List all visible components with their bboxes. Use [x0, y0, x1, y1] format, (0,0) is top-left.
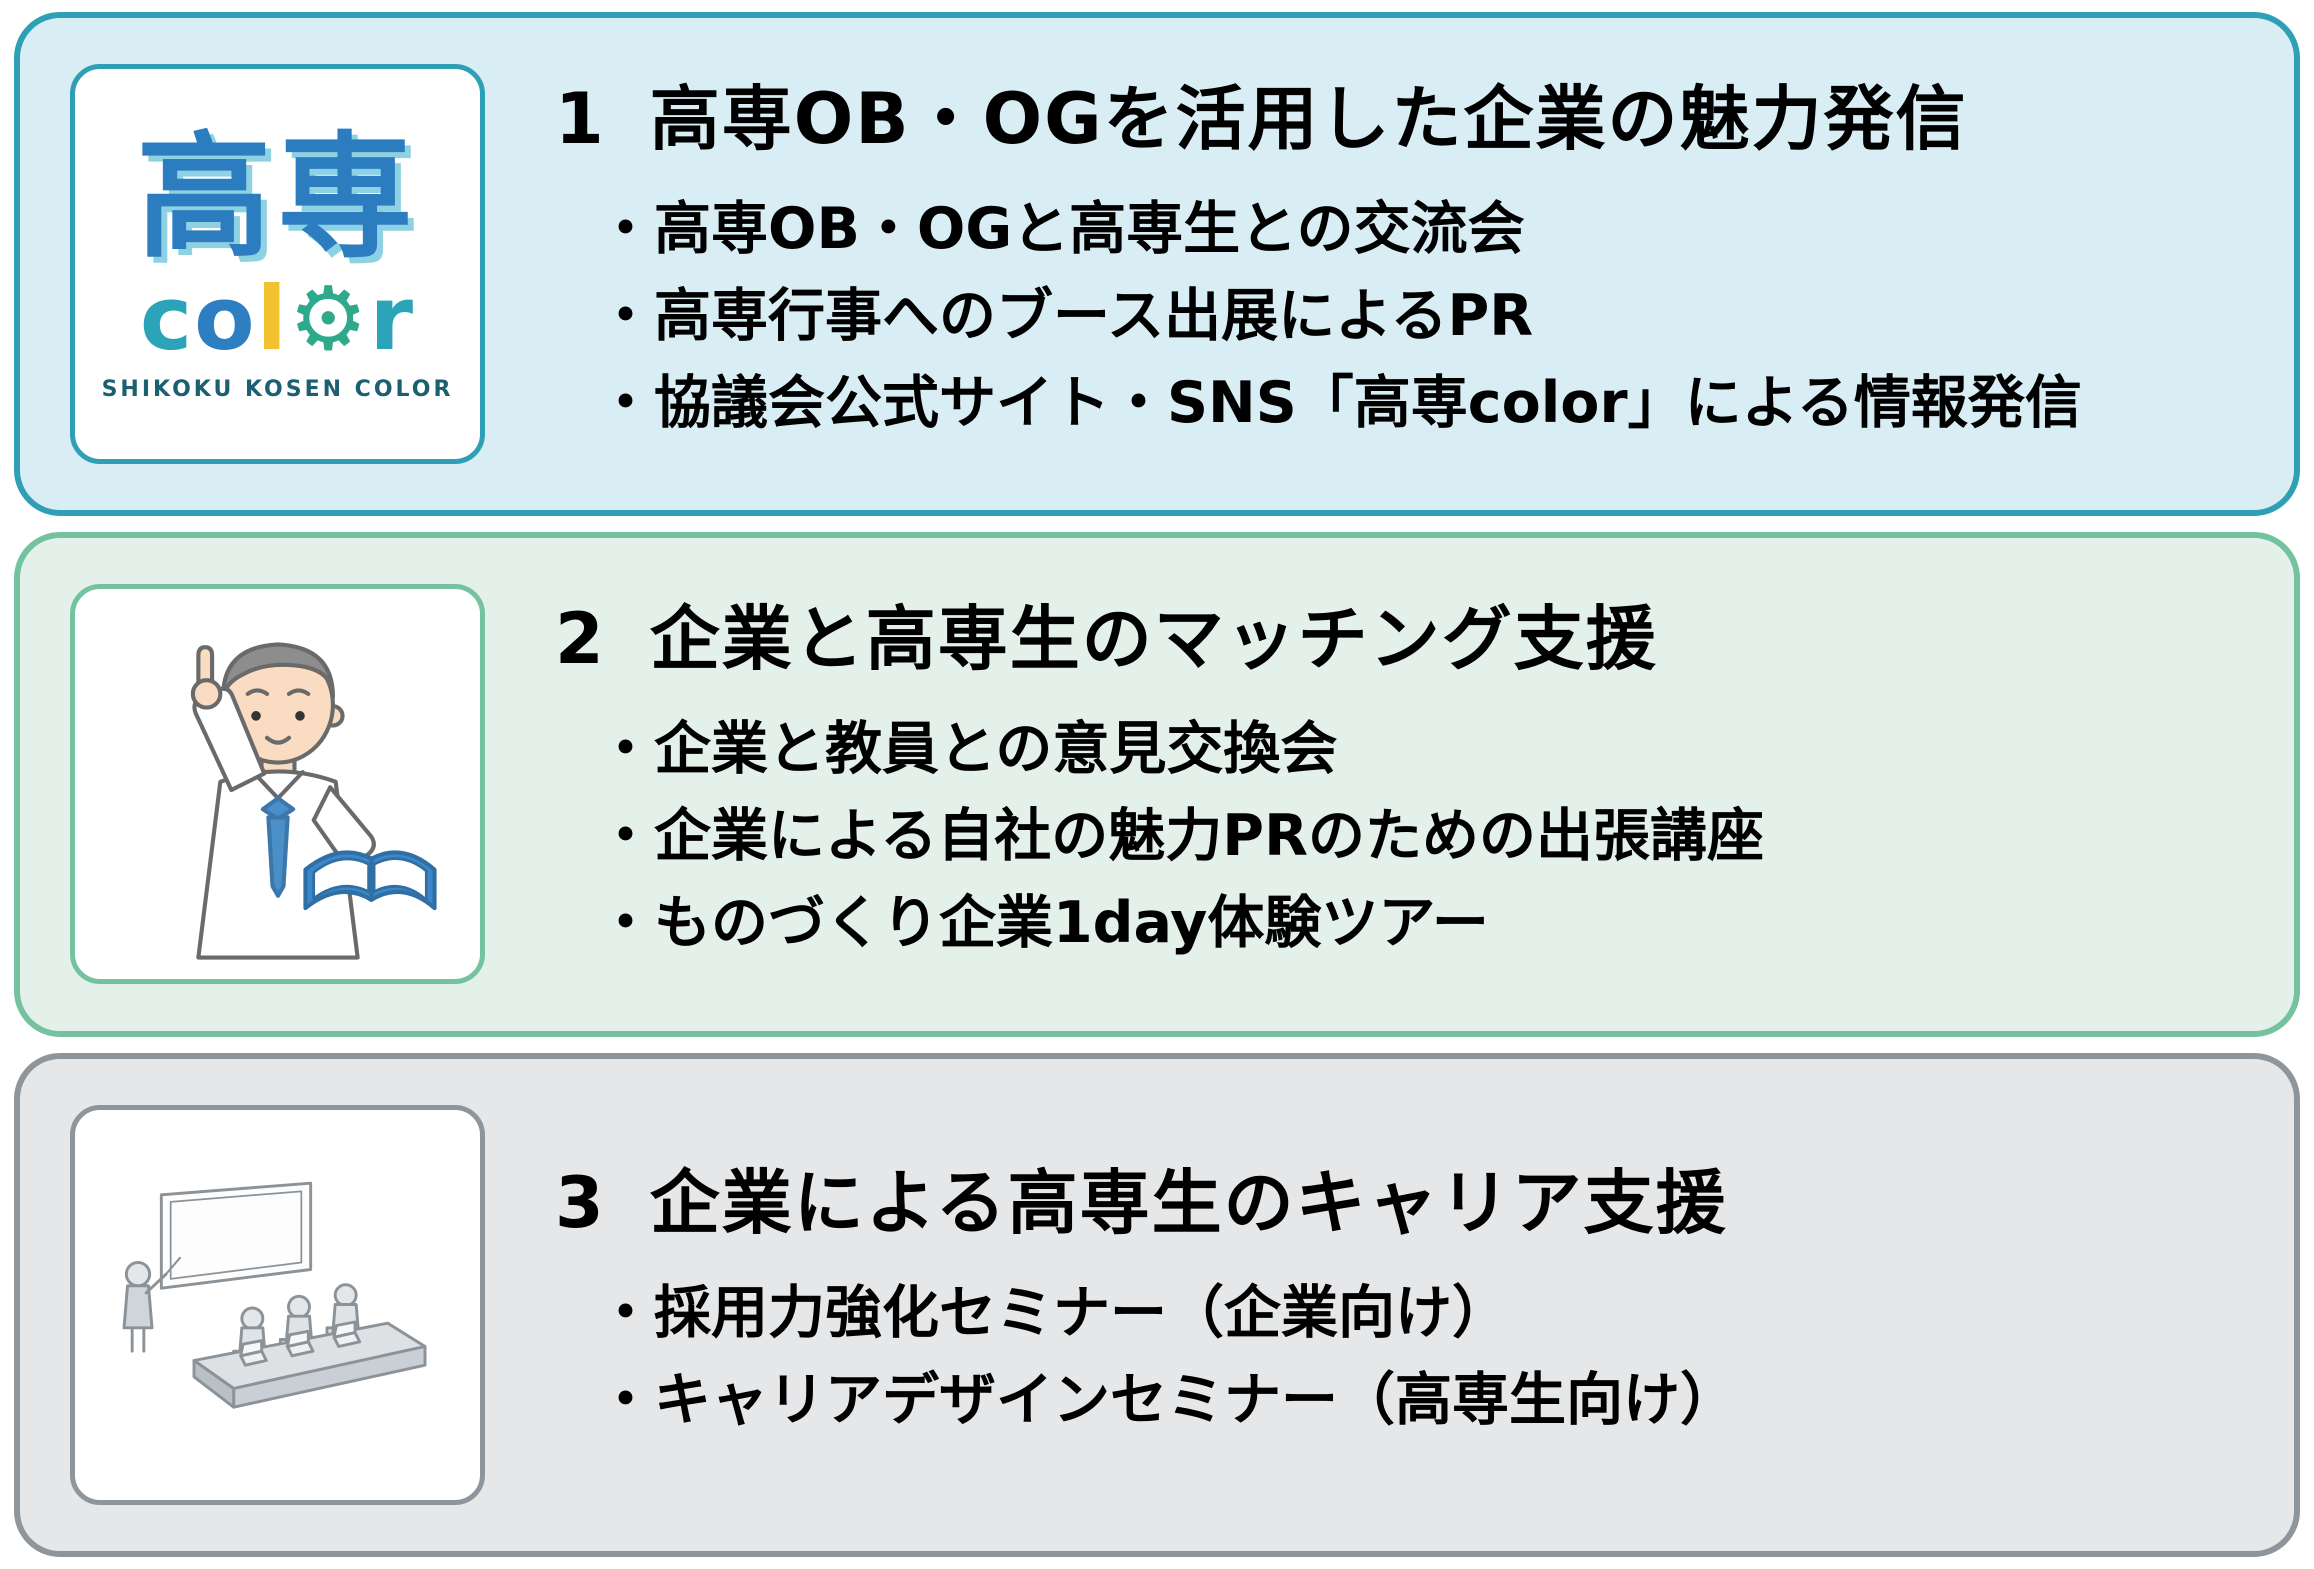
bullet-item: ・キャリアデザインセミナー（高専生向け）: [597, 1367, 1737, 1434]
bullet-item: ・高専OB・OGと高専生との交流会: [597, 196, 1525, 262]
section-3-title-text: 企業による高専生のキャリア支援: [649, 1161, 1728, 1244]
section-1-content: 1 高専OB・OGを活用した企業の魅力発信 ・高専OB・OGと高専生との交流会 ・…: [555, 77, 2244, 450]
teacher-pointing-illustration: [190, 642, 437, 960]
section-card-1: 高専 c o l ⚙ r SHIKOKU KOSEN COLOR 1 高専OB・O…: [14, 12, 2300, 517]
section-1-bullet-list: ・高専OB・OGと高専生との交流会 ・高専行事へのブース出展によるPR ・協議会…: [555, 189, 2244, 444]
bullet-item: ・企業による自社の魅力PRのための出張講座: [597, 803, 1764, 870]
seminar-classroom-illustration: [122, 1182, 426, 1409]
seminar-illustration-box: [70, 1104, 485, 1505]
bullet-item: ・ものづくり企業1day体験ツアー: [597, 890, 1489, 957]
bullet-item: ・協議会公式サイト・SNS「高専color」による情報発信: [597, 369, 2082, 436]
section-card-2: 2 企業と高専生のマッチング支援 ・企業と教員との意見交換会 ・企業による自社の魅…: [14, 532, 2300, 1037]
section-1-title: 1 高専OB・OGを活用した企業の魅力発信: [555, 77, 2244, 160]
logo-letter-l: l: [256, 266, 289, 370]
section-2-bullet-list: ・企業と教員との意見交換会 ・企業による自社の魅力PRのための出張講座 ・ものづ…: [555, 709, 2244, 964]
logo-kanji-text: 高専: [136, 118, 419, 276]
bullet-item: ・企業と教員との意見交換会: [597, 716, 1338, 783]
teacher-illustration-box: [70, 584, 485, 985]
section-2-title-text: 企業と高専生のマッチング支援: [649, 597, 1658, 680]
kosen-color-logo: 高専 c o l ⚙ r SHIKOKU KOSEN COLOR: [70, 64, 485, 465]
section-3-title: 3 企業による高専生のキャリア支援: [555, 1161, 2244, 1244]
bullet-item: ・採用力強化セミナー（企業向け）: [597, 1280, 1509, 1347]
section-2-content: 2 企業と高専生のマッチング支援 ・企業と教員との意見交換会 ・企業による自社の魅…: [555, 599, 2244, 970]
section-3-number: 3: [555, 1161, 606, 1244]
section-2-number: 2: [555, 597, 606, 680]
bullet-item: ・高専行事へのブース出展によるPR: [597, 282, 1534, 349]
logo-color-word: c o l ⚙ r: [139, 266, 416, 370]
logo-gear-icon: ⚙: [288, 266, 370, 370]
section-2-title: 2 企業と高専生のマッチング支援: [555, 599, 2244, 680]
section-card-3: 3 企業による高専生のキャリア支援 ・採用力強化セミナー（企業向け） ・キャリアデ…: [14, 1052, 2300, 1557]
logo-letter-r: r: [369, 266, 416, 370]
logo-letter-c: c: [139, 266, 195, 370]
section-1-number: 1: [555, 77, 606, 160]
section-1-title-text: 高専OB・OGを活用した企業の魅力発信: [649, 77, 1968, 160]
section-3-content: 3 企業による高専生のキャリア支援 ・採用力強化セミナー（企業向け） ・キャリアデ…: [555, 1161, 2244, 1447]
logo-letter-o: o: [194, 266, 257, 370]
logo-caption-text: SHIKOKU KOSEN COLOR: [101, 376, 454, 402]
section-3-bullet-list: ・採用力強化セミナー（企業向け） ・キャリアデザインセミナー（高専生向け）: [555, 1273, 2244, 1441]
